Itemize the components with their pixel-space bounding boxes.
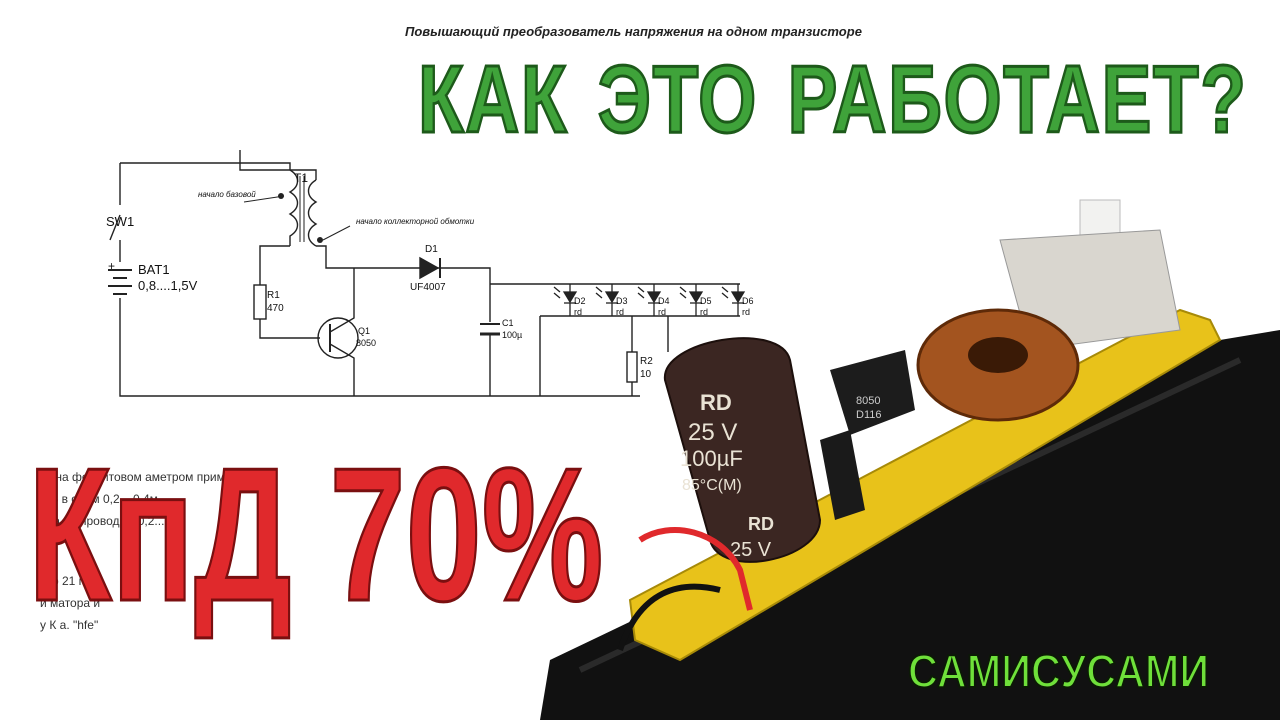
channel-name: САМИСУСАМИ: [907, 645, 1210, 697]
d1-label: D1: [425, 244, 438, 255]
led-type-label: rd: [658, 307, 666, 317]
note-line-6: у К а. "hfe": [40, 618, 99, 632]
led-ref-label: D5: [700, 296, 712, 306]
plus-sign: +: [108, 259, 115, 273]
capacitor-voltage-bottom: 25 V: [730, 539, 772, 561]
note-line-3: рна 20 проводом 0,2....0,4: [40, 514, 185, 528]
sw1-label: SW1: [106, 214, 134, 229]
led-type-label: rd: [574, 307, 582, 317]
bat1-voltage: 0,8....1,5V: [138, 278, 198, 293]
transistor-marking: 8050: [856, 395, 880, 407]
c1-label: C1: [502, 318, 514, 328]
note-line-1: та на ферритовом аметром прим мм.: [40, 470, 249, 484]
led-type-label: rd: [616, 307, 624, 317]
q1-part: 8050: [356, 338, 376, 348]
capacitor-voltage: 25 V: [688, 419, 737, 446]
led-ref-label: D3: [616, 296, 628, 306]
t1-label: T1: [294, 171, 308, 185]
c1-value: 100µ: [502, 330, 522, 340]
document-title: Повышающий преобразователь напряжения на…: [405, 24, 862, 39]
r2-label: R2: [640, 356, 653, 367]
led-ref-label: D2: [574, 296, 586, 306]
efficiency-text: КпД 70%: [27, 429, 605, 641]
led-type-label: rd: [700, 307, 708, 317]
led-ref-label: D6: [742, 296, 754, 306]
collector-winding-label: начало коллекторной обмотки: [356, 217, 475, 226]
headline-word-3: РАБОТАЕТ?: [786, 46, 1248, 153]
note-line-4: ы р 21 п в: [40, 574, 95, 588]
capacitor-temp: 85°C(M): [682, 477, 742, 494]
r1-value: 470: [267, 303, 284, 314]
r1-label: R1: [267, 290, 280, 301]
r2-value: 10: [640, 369, 652, 380]
note-line-2: м 5 в одом 0,2....0,4м: [40, 492, 158, 506]
circuit-board-photo: 8050 D116 RD 25 V 100µF 85°C(M) RD 25 V: [540, 199, 1280, 720]
d1-part: UF4007: [410, 282, 446, 293]
led-type-label: rd: [742, 307, 750, 317]
note-line-5: и матора и: [40, 596, 101, 610]
capacitor-brand-top: RD: [700, 390, 732, 415]
base-winding-label: начало базовой: [198, 190, 256, 199]
bat1-label: BAT1: [138, 262, 170, 277]
capacitor-value: 100µF: [680, 446, 743, 471]
q1-label: Q1: [358, 326, 370, 336]
led-ref-label: D4: [658, 296, 670, 306]
headline-word-1: КАК: [417, 46, 569, 153]
headline-word-2: ЭТО: [597, 46, 758, 153]
capacitor-brand-bottom: RD: [748, 514, 774, 534]
transistor-code: D116: [856, 409, 881, 421]
